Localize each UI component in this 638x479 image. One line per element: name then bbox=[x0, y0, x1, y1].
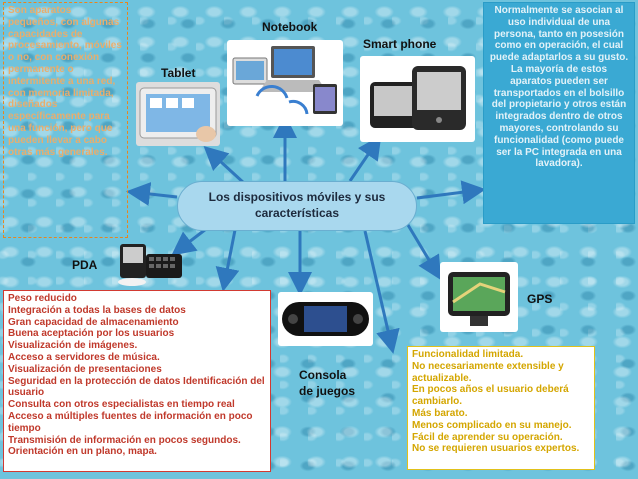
notebook-label: Notebook bbox=[262, 20, 318, 34]
notebook-image bbox=[227, 40, 343, 126]
advantage-item: Consulta con otros especialistas en tiem… bbox=[8, 399, 235, 411]
arrow-to-yellow-box bbox=[363, 230, 400, 354]
advantage-item: Peso reducido bbox=[8, 293, 77, 304]
arrow-to-gps bbox=[403, 219, 442, 281]
advantage-item: Acceso a servidores de música. bbox=[8, 351, 160, 363]
arrow-to-red-box bbox=[215, 229, 240, 292]
feature-item: Más barato. bbox=[412, 407, 468, 419]
usage-text: Normalmente se asocian al uso individual… bbox=[489, 5, 629, 170]
feature-item: No necesariamente extensible y actualiza… bbox=[412, 360, 564, 384]
console-label: Consola de juegos bbox=[299, 368, 356, 399]
advantage-item: Orientación en un plano, mapa. bbox=[8, 446, 157, 458]
definition-box: Son aparatos pequeños, con algunas capac… bbox=[3, 2, 128, 238]
advantage-item: Visualización de presentaciones bbox=[8, 363, 162, 375]
feature-item: En pocos años el usuario deberá cambiarl… bbox=[412, 384, 569, 408]
central-topic: Los dispositivos móviles y sus caracterí… bbox=[177, 181, 417, 231]
advantage-item: Buena aceptación por los usuarios bbox=[8, 328, 175, 340]
usage-box: Normalmente se asocian al uso individual… bbox=[483, 2, 635, 224]
feature-item: Funcionalidad limitada. bbox=[412, 349, 524, 360]
arrow-to-right-box bbox=[416, 180, 486, 205]
advantage-item: Acceso a múltiples fuentes de informació… bbox=[8, 410, 253, 434]
advantage-item: Integración a todas la bases de datos bbox=[8, 304, 186, 316]
advantages-box: Peso reducido Integración a todas la bas… bbox=[3, 290, 271, 472]
definition-text: Son aparatos pequeños, con algunas capac… bbox=[8, 5, 122, 158]
advantage-item: Visualización de imágenes. bbox=[8, 340, 138, 352]
gps-label: GPS bbox=[527, 292, 553, 306]
pda-label: PDA bbox=[72, 258, 98, 272]
smartphone-label: Smart phone bbox=[363, 37, 437, 51]
advantage-item: Seguridad en la protección de datos Iden… bbox=[8, 375, 265, 399]
features-box: Funcionalidad limitada. No necesariament… bbox=[407, 346, 595, 470]
central-topic-text: Los dispositivos móviles y sus caracterí… bbox=[208, 190, 386, 220]
gps-image bbox=[440, 262, 518, 332]
tablet-image bbox=[136, 82, 220, 146]
tablet-label: Tablet bbox=[161, 66, 196, 80]
pda-image bbox=[116, 238, 188, 286]
feature-item: Menos complicado en su manejo. bbox=[412, 419, 572, 431]
arrow-to-left-box bbox=[126, 182, 178, 206]
arrow-to-tablet bbox=[203, 145, 247, 186]
smartphone-image bbox=[360, 56, 475, 142]
feature-item: No se requieren usuarios expertos. bbox=[412, 443, 580, 455]
feature-item: Fácil de aprender su operación. bbox=[412, 431, 563, 443]
console-image bbox=[278, 292, 373, 346]
arrow-to-smartphone bbox=[348, 135, 382, 182]
advantage-item: Transmisión de información en pocos segu… bbox=[8, 434, 241, 446]
advantage-item: Gran capacidad de almacenamiento bbox=[8, 316, 179, 328]
